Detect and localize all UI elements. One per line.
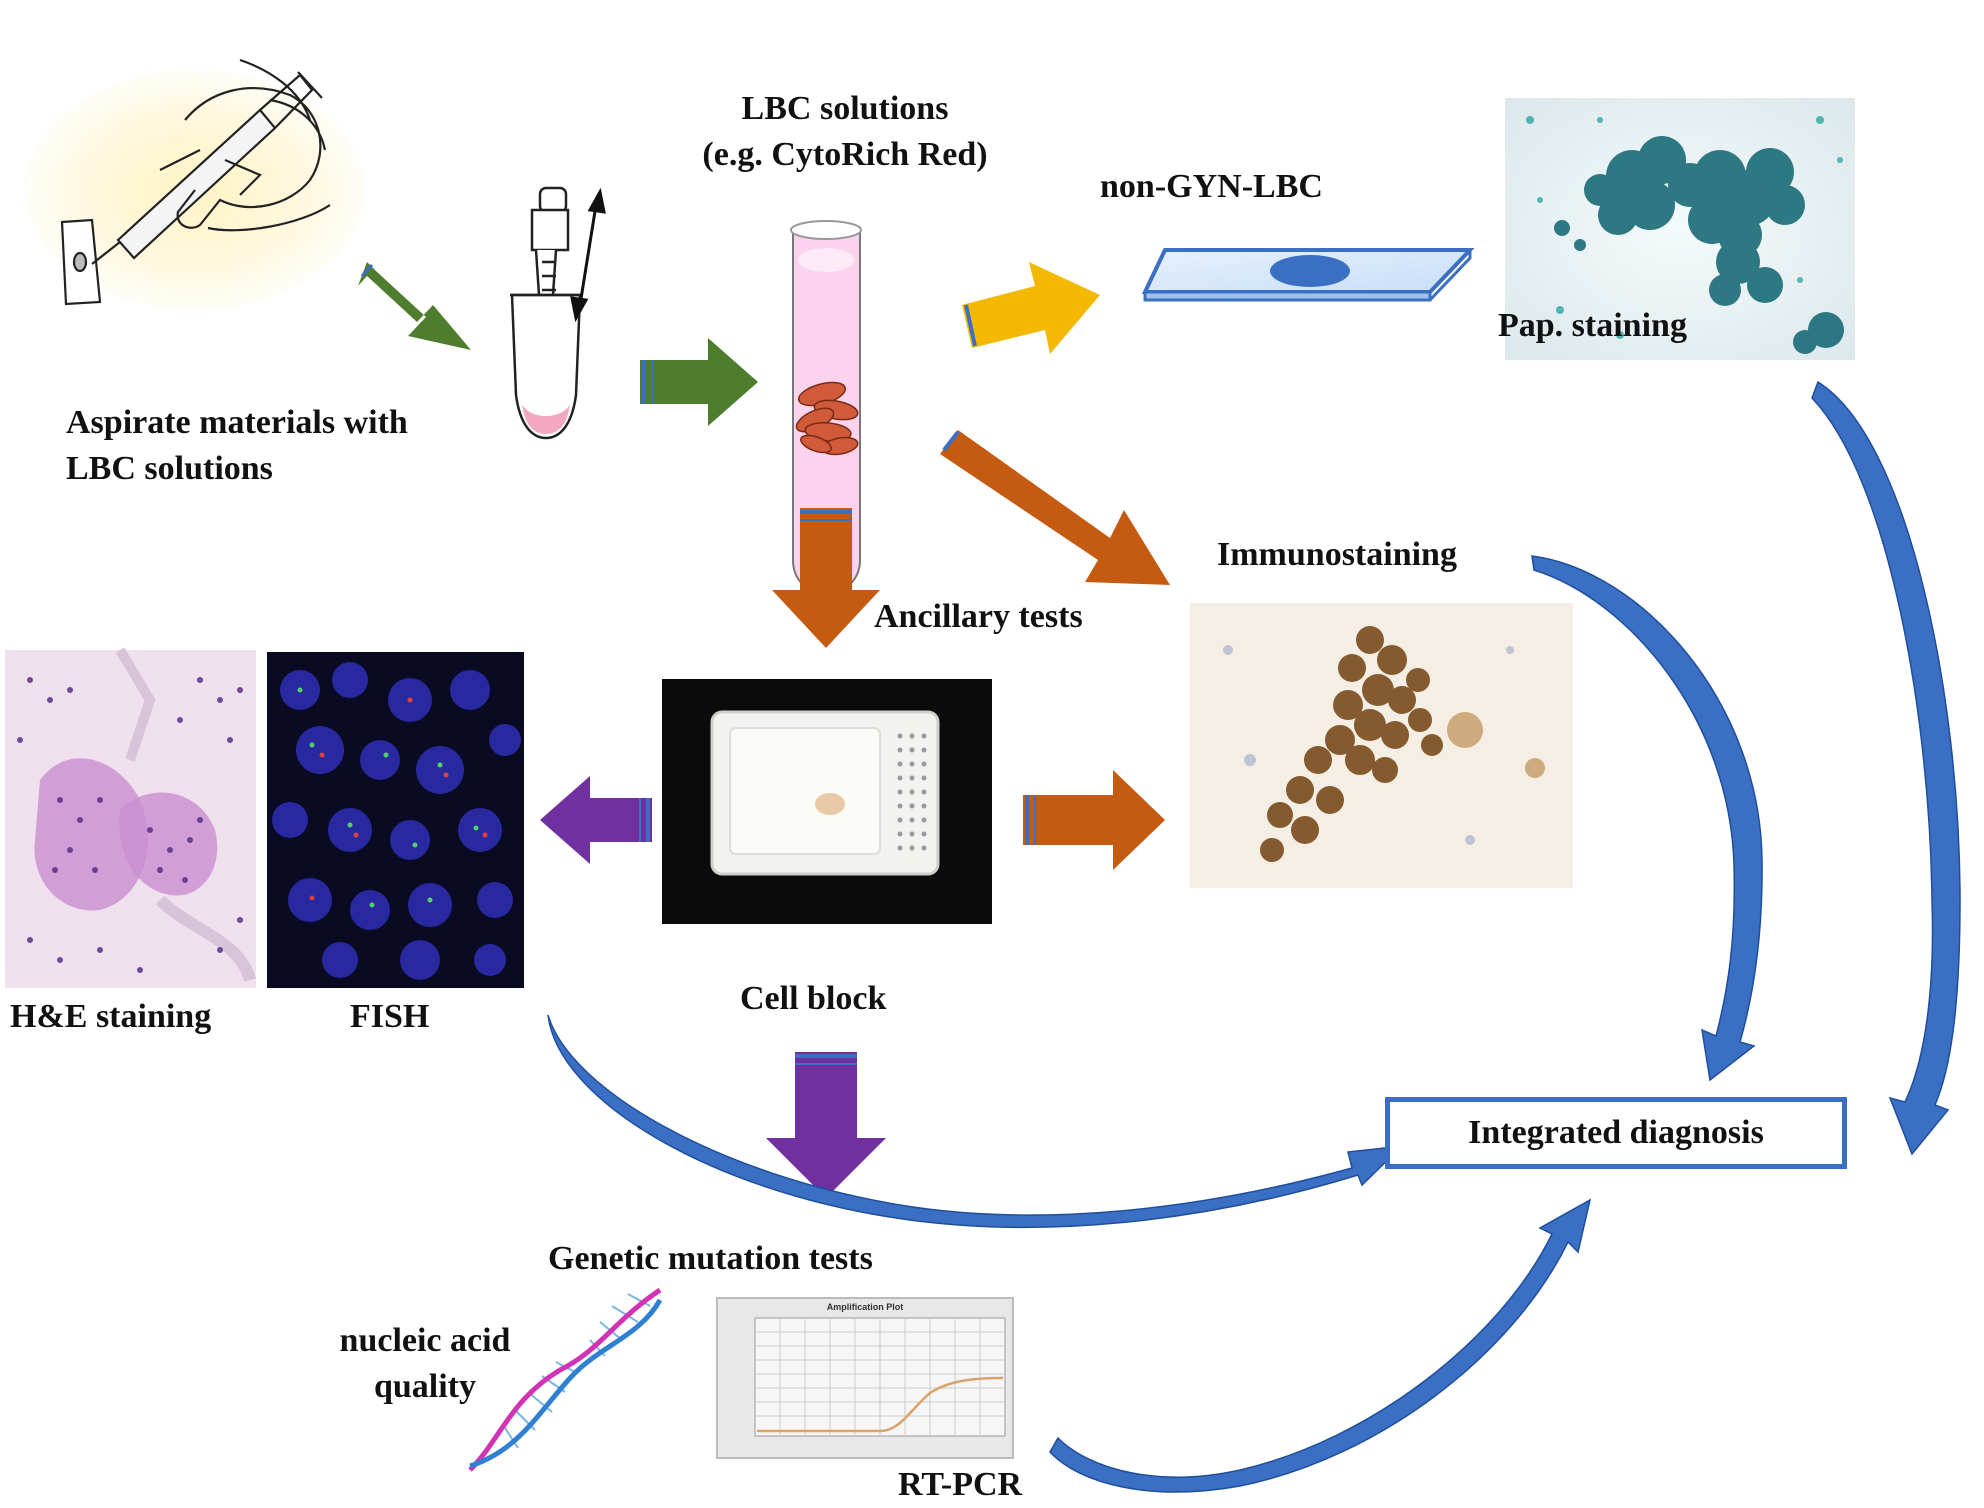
label-aspirate-line2: LBC solutions bbox=[66, 449, 273, 487]
green-arrow-to-lbc-tube bbox=[640, 338, 758, 426]
purple-arrow-to-he-fish bbox=[540, 776, 652, 864]
label-non-gyn-lbc: non-GYN-LBC bbox=[1100, 168, 1323, 205]
orange-arrow-down-to-ancillary bbox=[772, 508, 880, 648]
label-lbc-solutions: LBC solutions (e.g. CytoRich Red) bbox=[655, 86, 1035, 178]
curved-arrow-he-fish-to-integrated bbox=[547, 1014, 1405, 1229]
glass-slide-illustration bbox=[1141, 248, 1475, 302]
label-rt-pcr: RT-PCR bbox=[898, 1466, 1023, 1503]
lbc-test-tube bbox=[790, 220, 862, 596]
label-lbc-line1: LBC solutions bbox=[741, 90, 949, 127]
label-genetic-mutation-tests: Genetic mutation tests bbox=[548, 1240, 873, 1277]
syringe-aspiration-illustration bbox=[25, 58, 365, 310]
fish-micrograph bbox=[267, 652, 524, 988]
label-immunostaining: Immunostaining bbox=[1217, 536, 1457, 573]
dna-helix-icon bbox=[468, 1287, 663, 1472]
label-nucleic-line1: nucleic acid bbox=[339, 1322, 511, 1359]
yellow-arrow-to-slide bbox=[962, 262, 1100, 354]
purple-arrow-down-to-genetic bbox=[766, 1052, 886, 1198]
label-ancillary-tests: Ancillary tests bbox=[874, 598, 1083, 635]
label-nucleic-acid-quality: nucleic acid quality bbox=[300, 1318, 550, 1410]
label-pap-staining: Pap. staining bbox=[1498, 307, 1687, 344]
orange-arrow-to-immuno-image bbox=[1023, 770, 1165, 870]
pap-staining-micrograph bbox=[1505, 98, 1855, 360]
label-nucleic-line2: quality bbox=[373, 1367, 477, 1405]
cell-block-photo bbox=[662, 679, 992, 924]
aspiration-tube-illustration bbox=[510, 186, 606, 440]
rt-pcr-amplification-plot: Amplification Plot bbox=[716, 1297, 1014, 1459]
immunostaining-micrograph bbox=[1190, 603, 1573, 888]
label-cell-block: Cell block bbox=[740, 980, 887, 1017]
curved-arrow-rtpcr-to-integrated bbox=[1049, 1198, 1592, 1493]
curved-arrow-immuno-to-integrated bbox=[1531, 555, 1763, 1082]
label-aspirate-line1: Aspirate materials with bbox=[66, 404, 408, 441]
label-aspirate: Aspirate materials with LBC solutions bbox=[66, 400, 408, 492]
label-fish: FISH bbox=[350, 998, 430, 1035]
pcr-plot-title: Amplification Plot bbox=[827, 1302, 904, 1312]
orange-arrow-to-immunostaining bbox=[940, 430, 1170, 585]
curved-arrow-pap-to-integrated bbox=[1811, 380, 1961, 1156]
green-arrow-to-tube bbox=[358, 262, 471, 350]
he-staining-micrograph bbox=[5, 647, 256, 988]
label-he-staining: H&E staining bbox=[10, 998, 212, 1035]
integrated-diagnosis-box: Integrated diagnosis bbox=[1385, 1097, 1847, 1169]
label-integrated-diagnosis: Integrated diagnosis bbox=[1468, 1114, 1764, 1151]
label-lbc-line2: (e.g. CytoRich Red) bbox=[702, 135, 988, 173]
